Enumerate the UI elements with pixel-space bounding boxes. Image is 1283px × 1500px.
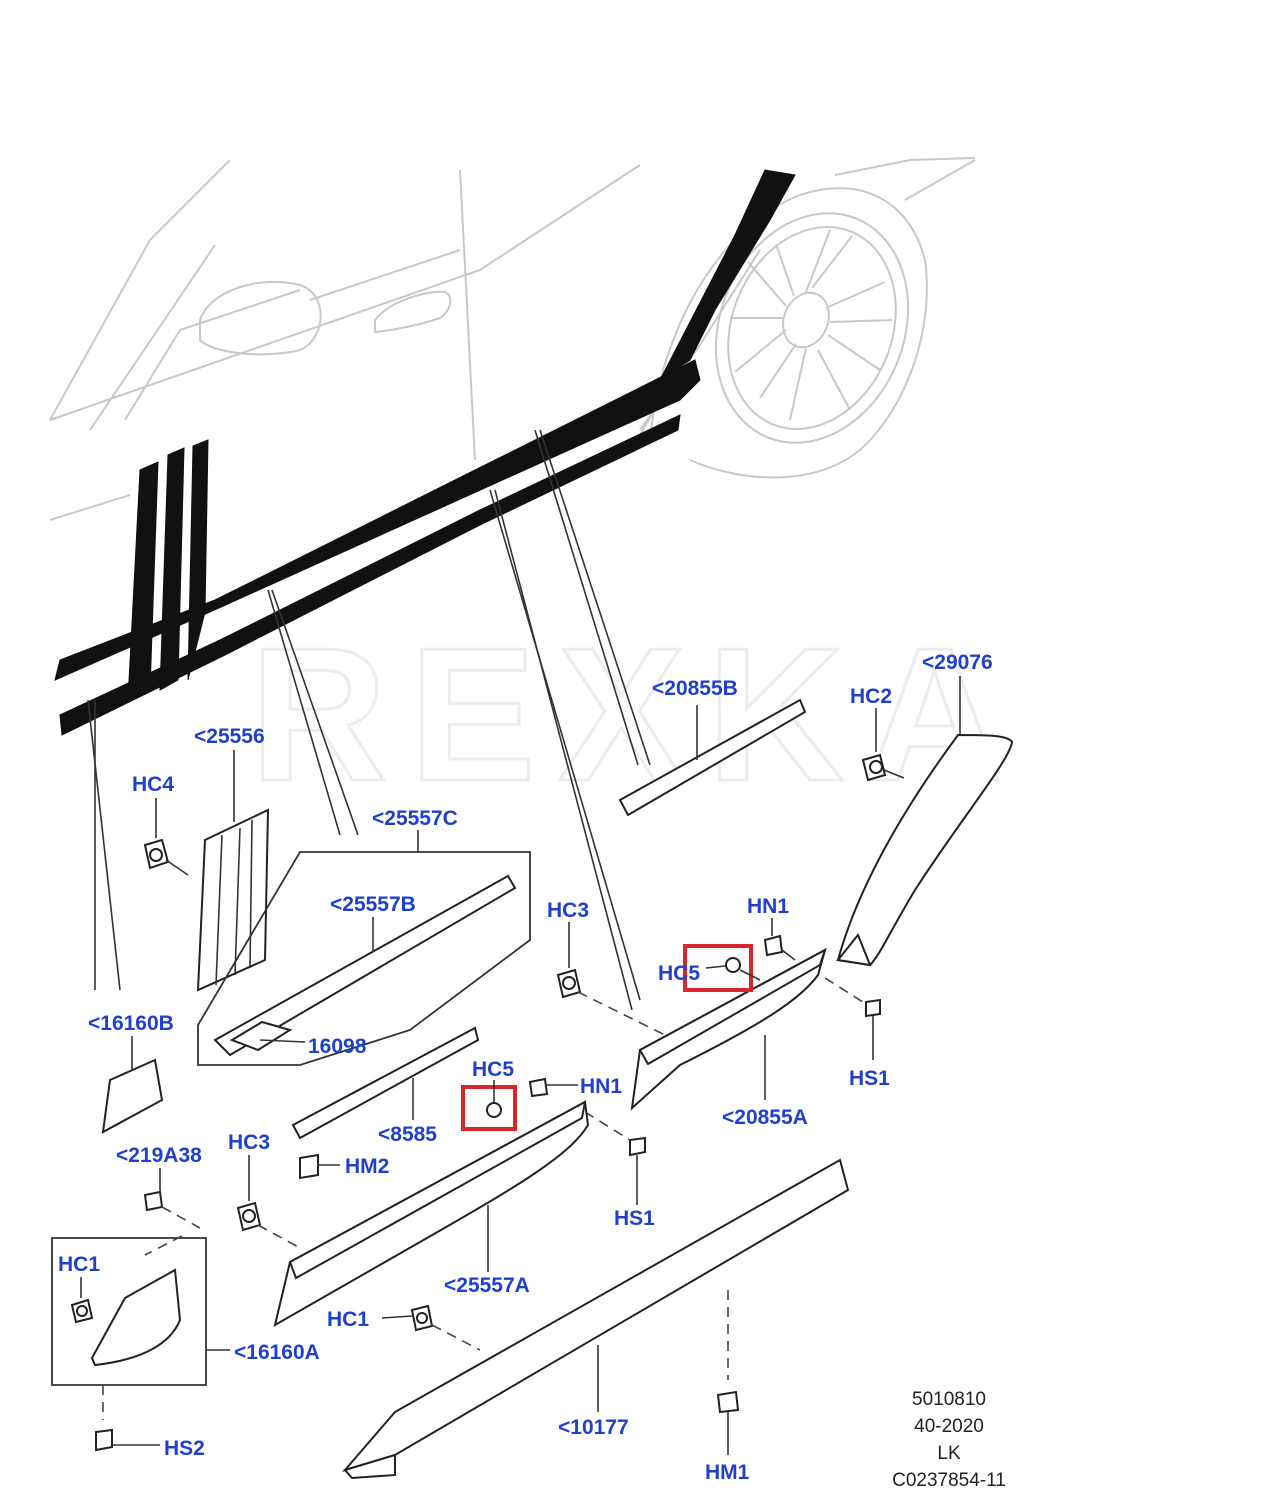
watermark: REXKA	[250, 609, 1025, 821]
callout-219a38: <219A38	[116, 1144, 202, 1167]
callout-25557c: <25557C	[372, 807, 458, 830]
screw-hs1-lower	[584, 1111, 646, 1205]
callout-10177: <10177	[558, 1416, 629, 1439]
callout-hn1-upper: HN1	[747, 895, 789, 918]
clip-hc4	[143, 798, 189, 876]
callout-25557a: <25557A	[444, 1274, 530, 1297]
drawing-number: 5010810	[912, 1389, 986, 1410]
callout-hm2: HM2	[345, 1155, 389, 1178]
callout-hs2: HS2	[164, 1437, 205, 1460]
callout-20855b: <20855B	[652, 677, 738, 700]
callout-labels: <29076 HC2 <20855B <25556 HC4 <25557C <2…	[58, 651, 993, 1484]
group-16160a	[51, 1235, 230, 1420]
callout-hc2: HC2	[850, 685, 892, 708]
callout-hc5-lower: HC5	[472, 1058, 514, 1081]
callout-29076: <29076	[922, 651, 993, 674]
part-16160b	[101, 1036, 164, 1134]
clip-hc1-middle	[381, 1304, 481, 1351]
clip-hc5-upper	[683, 944, 761, 992]
clip-hc2	[861, 708, 905, 782]
drawing-code: C0237854-11	[892, 1470, 1006, 1491]
drawing-info: 5010810 40-2020 LK C0237854-11	[892, 1389, 1006, 1491]
callout-16098: 16098	[308, 1035, 367, 1058]
callout-16160a: <16160A	[234, 1341, 320, 1364]
part-20855a	[630, 947, 827, 1111]
callout-25556: <25556	[194, 725, 265, 748]
part-10177	[342, 1158, 850, 1480]
callout-25557b: <25557B	[330, 893, 416, 916]
part-25557a	[273, 1100, 590, 1328]
leader-lines	[87, 429, 651, 1011]
screw-hs2	[95, 1428, 160, 1452]
callout-hc5-upper: HC5	[658, 962, 700, 985]
part-29076	[836, 676, 1014, 967]
callout-8585: <8585	[378, 1123, 437, 1146]
drawing-date: 40-2020	[914, 1416, 984, 1437]
fastener-hn1-upper	[763, 918, 796, 961]
fastener-hn1-lower	[528, 1077, 578, 1098]
callout-hc4: HC4	[132, 773, 174, 796]
clip-hc5-lower	[461, 1080, 517, 1131]
callout-hc1-middle: HC1	[327, 1308, 369, 1331]
fastener-219a38	[143, 1168, 201, 1229]
screw-hs1-upper	[824, 977, 881, 1060]
group-25557c	[197, 830, 531, 1066]
fastener-hm1	[716, 1290, 740, 1455]
callout-20855a: <20855A	[722, 1106, 808, 1129]
callout-hc3-upper: HC3	[547, 899, 589, 922]
part-25556	[196, 750, 270, 992]
callout-hn1-lower: HN1	[580, 1075, 622, 1098]
callout-hc3-lower: HC3	[228, 1131, 270, 1154]
clip-hc3-upper	[556, 922, 666, 1036]
callout-16160b: <16160B	[88, 1012, 174, 1035]
clip-hc3-lower	[236, 1155, 301, 1249]
drawing-region: LK	[937, 1443, 961, 1464]
fastener-hm2	[299, 1153, 340, 1180]
part-20855b	[618, 698, 807, 817]
callout-hs1-upper: HS1	[849, 1067, 890, 1090]
callout-hc1-box: HC1	[58, 1253, 100, 1276]
callout-hs1-lower: HS1	[614, 1207, 655, 1230]
part-8585	[291, 1026, 480, 1140]
callout-hm1: HM1	[705, 1461, 750, 1484]
